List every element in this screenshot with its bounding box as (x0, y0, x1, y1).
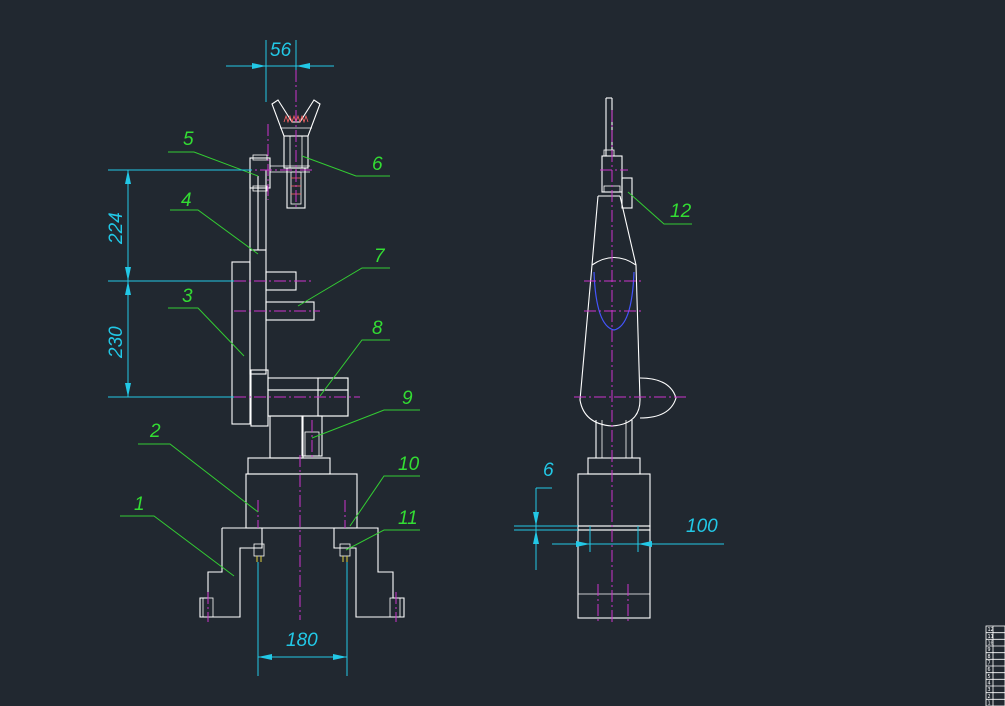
part-label-2: 2 (149, 421, 161, 442)
dim-side-width: 100 (686, 516, 718, 537)
title-block-row-number: 11 (988, 634, 994, 640)
part-label-8: 8 (372, 318, 383, 339)
dim-upper-arm: 224 (106, 212, 127, 245)
title-block-row-number: 7 (988, 661, 991, 667)
part-label-12: 12 (670, 201, 692, 222)
dim-lower-arm: 230 (106, 326, 127, 359)
title-block-row-number: 10 (988, 641, 994, 647)
dim-side-offset: 6 (543, 460, 554, 481)
part-label-6: 6 (372, 154, 383, 175)
title-block-row-number: 2 (988, 694, 991, 700)
dim-gripper-width: 56 (270, 40, 292, 61)
front-view (199, 70, 405, 622)
title-block-row-number: 1 (988, 701, 991, 706)
part-label-3: 3 (182, 286, 193, 307)
part-label-4: 4 (181, 190, 192, 211)
part-labels: 5 4 3 2 1 6 7 8 9 10 11 12 (134, 129, 692, 529)
dim-base-span: 180 (286, 630, 318, 651)
title-block-row-number: 6 (988, 667, 991, 673)
part-label-7: 7 (374, 246, 386, 267)
title-block-row-number: 4 (988, 681, 991, 687)
title-block-row-number: 3 (988, 687, 991, 693)
part-label-11: 11 (398, 508, 418, 529)
part-label-10: 10 (398, 454, 420, 475)
dimension-texts: 56 224 230 180 6 100 (106, 40, 718, 651)
part-label-1: 1 (134, 494, 145, 515)
title-block-row-number: 12 (988, 627, 994, 633)
dimension-lines (108, 40, 724, 676)
title-block-row-number: 9 (988, 647, 991, 653)
title-block-row-number: 5 (988, 674, 991, 680)
title-block-row-number: 8 (988, 654, 991, 660)
side-view (574, 97, 686, 625)
leader-lines (120, 151, 692, 577)
part-label-9: 9 (402, 388, 413, 409)
base-outline (199, 527, 405, 618)
part-label-5: 5 (183, 129, 194, 150)
